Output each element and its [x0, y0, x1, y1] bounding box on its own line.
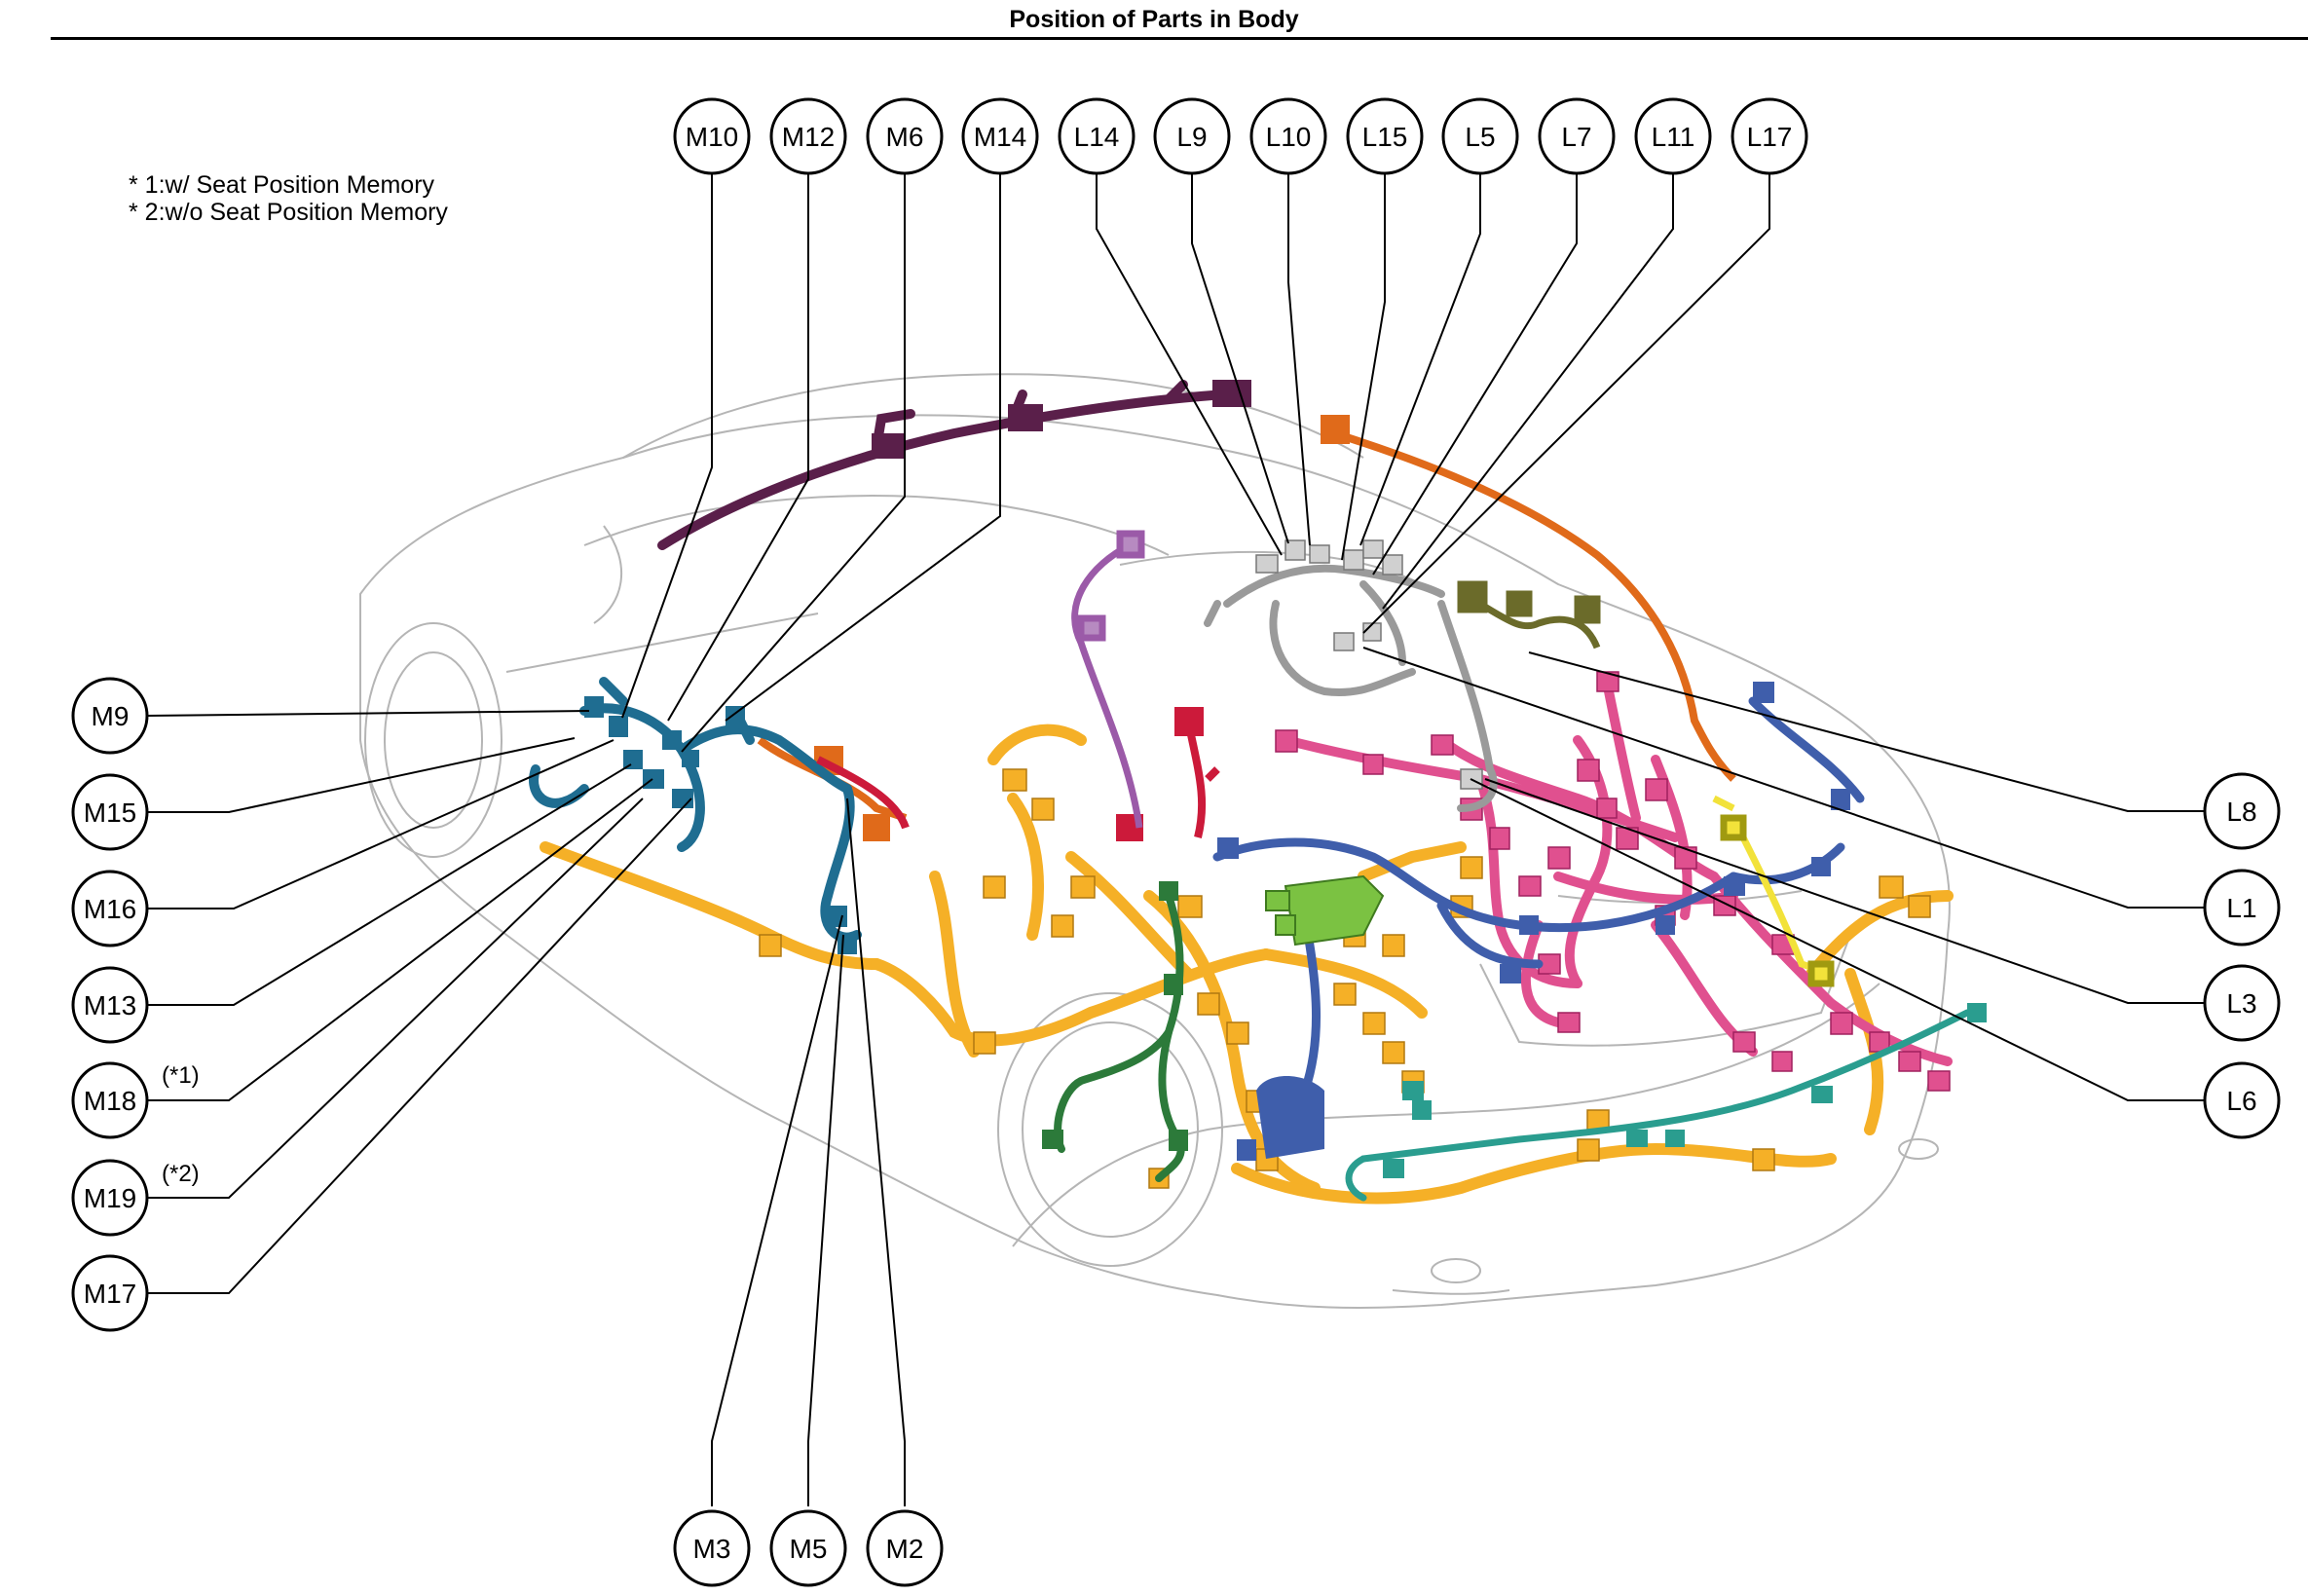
- callout-l11-label: L11: [1652, 122, 1695, 152]
- callout-m14-label: M14: [974, 122, 1026, 152]
- callout-m16: M16: [71, 870, 149, 947]
- floor-harness: [540, 724, 1954, 1205]
- m19-condition-note: (*2): [162, 1161, 200, 1187]
- callout-l3: L3: [2203, 964, 2281, 1042]
- callout-m10: M10: [673, 97, 751, 175]
- callout-m6: M6: [866, 97, 944, 175]
- callout-l6: L6: [2203, 1061, 2281, 1139]
- callout-m12: M12: [769, 97, 847, 175]
- callout-l14: L14: [1058, 97, 1135, 175]
- center-connectors: [1217, 682, 1850, 1161]
- callout-l1-label: L1: [2226, 893, 2256, 923]
- footnote-1: * 1:w/ Seat Position Memory: [129, 171, 435, 199]
- callout-m12-label: M12: [782, 122, 835, 152]
- callout-l9-label: L9: [1176, 122, 1207, 152]
- page-title: Position of Parts in Body: [1009, 6, 1299, 33]
- callout-m3: M3: [673, 1509, 751, 1587]
- accent-orange-harness: [757, 415, 1736, 841]
- callout-l8: L8: [2203, 772, 2281, 850]
- floor-harness-connectors: [759, 768, 1931, 1189]
- footnote-2: * 2:w/o Seat Position Memory: [129, 199, 448, 226]
- rear-harness-connectors: [1275, 671, 1951, 1092]
- callout-m2-label: M2: [886, 1534, 924, 1564]
- callout-m15: M15: [71, 773, 149, 851]
- callout-m17: M17: [71, 1254, 149, 1332]
- callout-m6-label: M6: [886, 122, 924, 152]
- callout-m5-label: M5: [790, 1534, 828, 1564]
- callout-l5: L5: [1441, 97, 1519, 175]
- title-rule: [51, 37, 2308, 40]
- callout-l10: L10: [1249, 97, 1327, 175]
- callout-m13-label: M13: [84, 990, 136, 1021]
- tailgate-harness: [1345, 1009, 1971, 1202]
- callout-m14: M14: [961, 97, 1039, 175]
- callout-l1: L1: [2203, 869, 2281, 946]
- callout-l17: L17: [1731, 97, 1808, 175]
- callout-l14-label: L14: [1074, 122, 1120, 152]
- callout-m3-label: M3: [693, 1534, 731, 1564]
- cowl-connectors: [1042, 881, 1188, 1151]
- roof-harness: [657, 380, 1251, 550]
- callout-m15-label: M15: [84, 798, 136, 828]
- footnotes: * 1:w/ Seat Position Memory * 2:w/o Seat…: [129, 171, 448, 226]
- accent-yellow-harness: [1712, 795, 1835, 987]
- callout-m19-label: M19: [84, 1183, 136, 1213]
- accent-lime-component: [1265, 874, 1385, 946]
- callout-m18-label: M18: [84, 1086, 136, 1116]
- tailgate-connectors: [1383, 1003, 1987, 1178]
- cowl-harness: [1054, 892, 1185, 1182]
- callout-l15-label: L15: [1362, 122, 1408, 152]
- olive-harness: [1457, 580, 1601, 650]
- callout-m19: M19: [71, 1159, 149, 1237]
- callout-l3-label: L3: [2226, 988, 2256, 1019]
- callout-l7: L7: [1538, 97, 1616, 175]
- leader-lines: [146, 164, 2210, 1506]
- callout-m9: M9: [71, 677, 149, 755]
- callout-m18: M18: [71, 1061, 149, 1139]
- callout-l6-label: L6: [2226, 1086, 2256, 1116]
- callout-l15: L15: [1346, 97, 1424, 175]
- callout-m2: M2: [866, 1509, 944, 1587]
- callout-l11: L11: [1634, 97, 1712, 175]
- callout-m17-label: M17: [84, 1279, 136, 1309]
- callout-l8-label: L8: [2226, 797, 2256, 827]
- m18-condition-note: (*1): [162, 1062, 200, 1089]
- callout-m9-label: M9: [92, 701, 130, 731]
- accent-violet-harness: [1071, 530, 1145, 829]
- left-door-connectors: [584, 696, 857, 954]
- callout-l9: L9: [1153, 97, 1231, 175]
- callout-l7-label: L7: [1561, 122, 1591, 152]
- accent-red-harness: [816, 707, 1220, 841]
- callout-m16-label: M16: [84, 894, 136, 924]
- callout-m13: M13: [71, 966, 149, 1044]
- callout-m10-label: M10: [686, 122, 738, 152]
- callout-l5-label: L5: [1465, 122, 1495, 152]
- callout-l10-label: L10: [1266, 122, 1312, 152]
- callout-l17-label: L17: [1747, 122, 1793, 152]
- callout-m5: M5: [769, 1509, 847, 1587]
